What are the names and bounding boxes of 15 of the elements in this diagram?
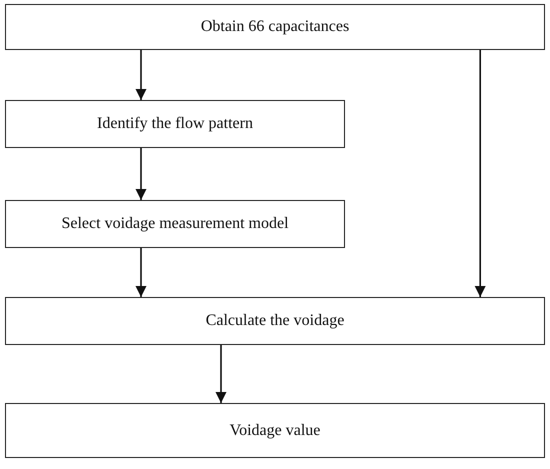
arrow xyxy=(135,248,147,297)
process-box xyxy=(5,100,345,148)
arrow xyxy=(474,50,486,297)
process-box xyxy=(5,4,545,50)
process-box xyxy=(5,403,545,458)
box-label: Identify the flow pattern xyxy=(97,115,253,133)
box-label: Voidage value xyxy=(230,422,320,440)
process-box xyxy=(5,297,545,345)
arrow xyxy=(135,148,147,200)
box-label: Calculate the voidage xyxy=(206,312,344,330)
process-box xyxy=(5,200,345,248)
box-label: Obtain 66 capacitances xyxy=(200,18,350,36)
box-label: Select voidage measurement model xyxy=(61,215,289,233)
arrow xyxy=(135,50,147,100)
arrow xyxy=(215,345,227,403)
